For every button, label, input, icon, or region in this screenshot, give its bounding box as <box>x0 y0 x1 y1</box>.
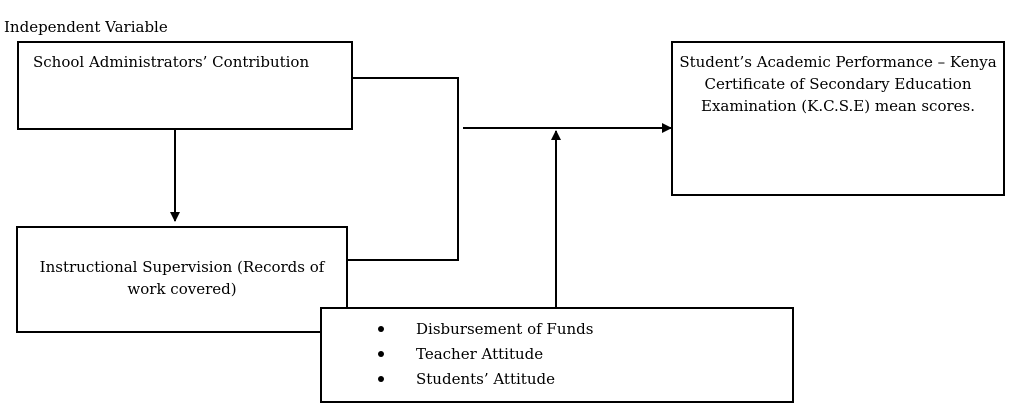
factor-label: Teacher Attitude <box>416 345 544 363</box>
admin-contribution-box: School Administrators’ Contribution <box>17 41 353 130</box>
list-item: Disbursement of Funds <box>378 317 594 342</box>
line-supervision-to-merge <box>347 128 459 261</box>
list-item: Students’ Attitude <box>378 367 593 392</box>
intervening-factors-list: Disbursement of Funds Teacher Attitude S… <box>378 317 594 392</box>
bullet-icon <box>378 376 384 382</box>
intervening-factors-box: Disbursement of Funds Teacher Attitude S… <box>320 307 794 403</box>
bullet-icon <box>378 326 384 332</box>
academic-performance-text: Student’s Academic Performance – Kenya C… <box>679 53 997 115</box>
independent-variable-label: Independent Variable <box>4 18 168 36</box>
academic-performance-box: Student’s Academic Performance – Kenya C… <box>671 41 1005 196</box>
supervision-box: Instructional Supervision (Records of wo… <box>16 226 348 333</box>
list-item: Teacher Attitude <box>378 342 593 367</box>
admin-contribution-text: School Administrators’ Contribution <box>33 53 310 71</box>
factor-label: Disbursement of Funds <box>416 320 594 338</box>
bullet-icon <box>378 351 384 357</box>
factor-label: Students’ Attitude <box>416 370 555 388</box>
supervision-text: Instructional Supervision (Records of wo… <box>39 258 325 298</box>
line-admin-to-merge <box>352 77 459 128</box>
